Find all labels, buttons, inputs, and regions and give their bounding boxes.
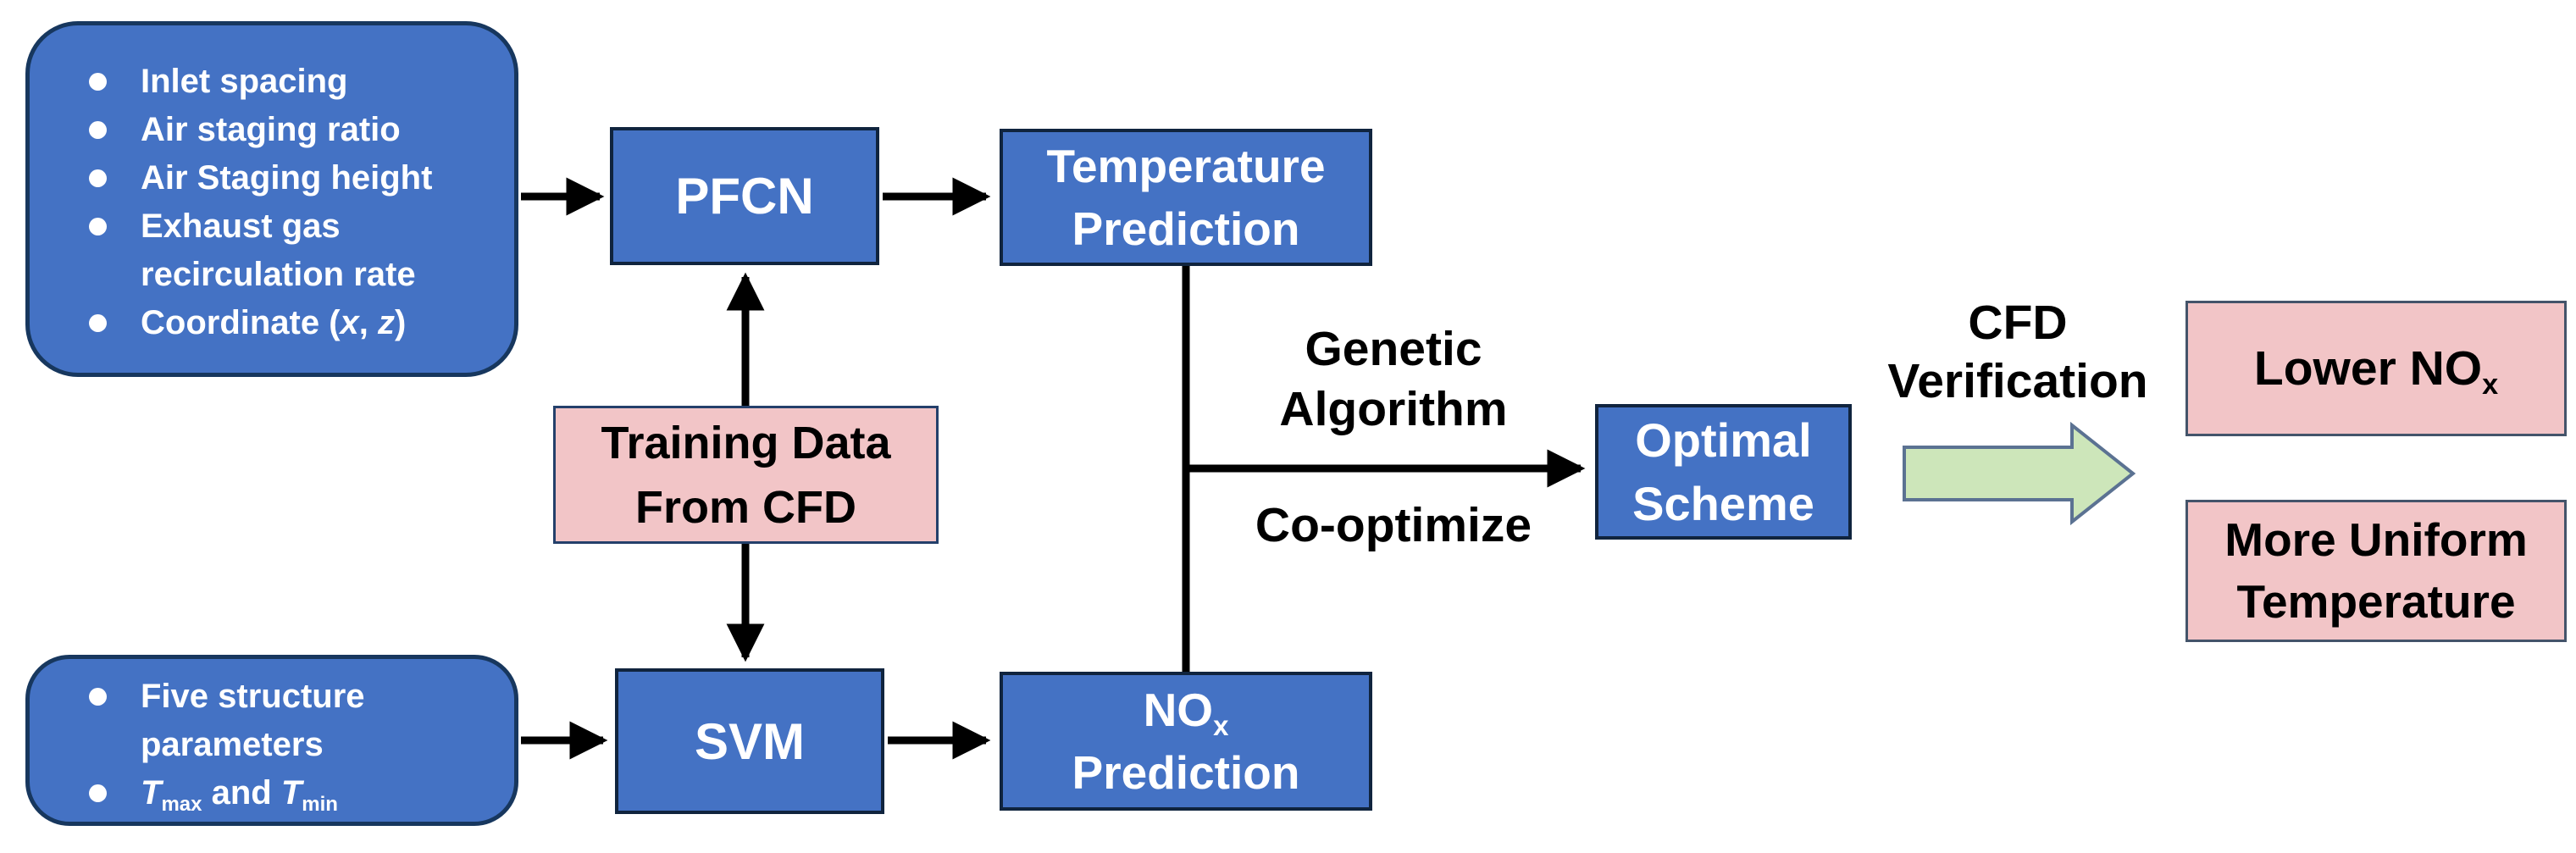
optimal-scheme-node: Optimal Scheme bbox=[1595, 404, 1852, 540]
list-item: Exhaust gas recirculation rate bbox=[84, 202, 489, 299]
bullet-text-coordinate: Coordinate (x, z) bbox=[141, 299, 489, 347]
training-data-line1: Training Data bbox=[601, 417, 891, 468]
bullet-text: Five structure parameters bbox=[141, 678, 365, 763]
bullet-text: Inlet spacing bbox=[141, 63, 348, 100]
lower-nox-base: Lower NO bbox=[2253, 341, 2483, 396]
optimal-line2: Scheme bbox=[1632, 477, 1814, 530]
training-data-node: Training Data From CFD bbox=[553, 406, 939, 544]
pfcn-inputs-box: Inlet spacing Air staging ratio Air Stag… bbox=[25, 21, 518, 377]
bullet-icon bbox=[89, 218, 107, 235]
coordinate-z: z bbox=[378, 304, 396, 341]
nox-base: NO bbox=[1143, 684, 1214, 736]
pfcn-label: PFCN bbox=[675, 168, 814, 224]
bullet-text-tmax-tmin: Tmax and Tmin bbox=[141, 769, 489, 817]
genetic-line2: Algorithm bbox=[1279, 382, 1508, 436]
cfd-line1: CFD bbox=[1968, 296, 2068, 350]
temperature-line1: Temperature bbox=[1046, 140, 1326, 192]
coordinate-comma: , bbox=[358, 304, 379, 341]
list-item: Air Staging height bbox=[84, 154, 489, 202]
optimal-line1: Optimal bbox=[1635, 413, 1812, 467]
svm-inputs-box: Five structure parameters Tmax and Tmin bbox=[25, 655, 518, 826]
bullet-icon bbox=[89, 784, 107, 802]
nox-prediction-node: NOx Prediction bbox=[1000, 672, 1372, 811]
svm-node: SVM bbox=[615, 668, 884, 814]
t-max-subscript: max bbox=[161, 792, 202, 816]
t-min-subscript: min bbox=[302, 792, 338, 816]
temperature-line2: Prediction bbox=[1072, 202, 1300, 255]
list-item: Tmax and Tmin bbox=[84, 769, 489, 817]
bullet-icon bbox=[89, 314, 107, 332]
training-data-line2: From CFD bbox=[635, 481, 856, 533]
nox-prediction-label: NOx Prediction bbox=[1072, 679, 1300, 804]
lower-nox-result-box: Lower NOx bbox=[2185, 301, 2567, 436]
coordinate-x: x bbox=[340, 304, 359, 341]
bullet-icon bbox=[89, 688, 107, 706]
svm-label: SVM bbox=[694, 712, 806, 770]
pfcn-node: PFCN bbox=[610, 127, 879, 265]
optimal-scheme-label: Optimal Scheme bbox=[1632, 408, 1814, 535]
cfd-line2: Verification bbox=[1887, 354, 2148, 408]
bullet-text: Exhaust gas recirculation rate bbox=[141, 208, 416, 293]
more-uniform-line1: More Uniform bbox=[2224, 513, 2528, 566]
training-data-label: Training Data From CFD bbox=[601, 411, 890, 540]
temperature-prediction-node: Temperature Prediction bbox=[1000, 129, 1372, 266]
lower-nox-label: Lower NOx bbox=[2253, 341, 2498, 399]
genetic-algorithm-label: Genetic Algorithm bbox=[1190, 319, 1597, 440]
lower-nox-subscript: x bbox=[2482, 368, 2499, 401]
svm-inputs-list: Five structure parameters Tmax and Tmin bbox=[30, 659, 514, 817]
bullet-text: Air Staging height bbox=[141, 159, 433, 197]
nox-subscript: x bbox=[1213, 709, 1229, 741]
coordinate-prefix: Coordinate ( bbox=[141, 304, 341, 341]
bullet-icon bbox=[89, 121, 107, 139]
bullet-icon bbox=[89, 73, 107, 91]
tmax-tmin-and: and bbox=[202, 774, 281, 811]
list-item: Inlet spacing bbox=[84, 58, 489, 106]
cfd-verification-label: CFD Verification bbox=[1806, 294, 2230, 411]
bullet-icon bbox=[89, 169, 107, 187]
more-uniform-label: More Uniform Temperature bbox=[2224, 509, 2528, 633]
cfd-verification-block-arrow bbox=[1903, 421, 2136, 526]
more-uniform-line2: Temperature bbox=[2236, 575, 2516, 628]
bullet-text: Air staging ratio bbox=[141, 111, 401, 148]
list-item: Coordinate (x, z) bbox=[84, 299, 489, 347]
genetic-line1: Genetic bbox=[1305, 322, 1482, 376]
nox-line2: Prediction bbox=[1072, 746, 1300, 799]
list-item: Five structure parameters bbox=[84, 673, 489, 769]
t-max-symbol: T bbox=[141, 774, 162, 811]
list-item: Air staging ratio bbox=[84, 106, 489, 154]
co-optimize-text: Co-optimize bbox=[1255, 498, 1532, 552]
more-uniform-temperature-result-box: More Uniform Temperature bbox=[2185, 500, 2567, 642]
temperature-prediction-label: Temperature Prediction bbox=[1046, 135, 1325, 260]
coordinate-suffix: ) bbox=[395, 304, 407, 341]
co-optimize-label: Co-optimize bbox=[1190, 496, 1597, 556]
t-min-symbol: T bbox=[280, 774, 302, 811]
pfcn-inputs-list: Inlet spacing Air staging ratio Air Stag… bbox=[30, 25, 514, 347]
